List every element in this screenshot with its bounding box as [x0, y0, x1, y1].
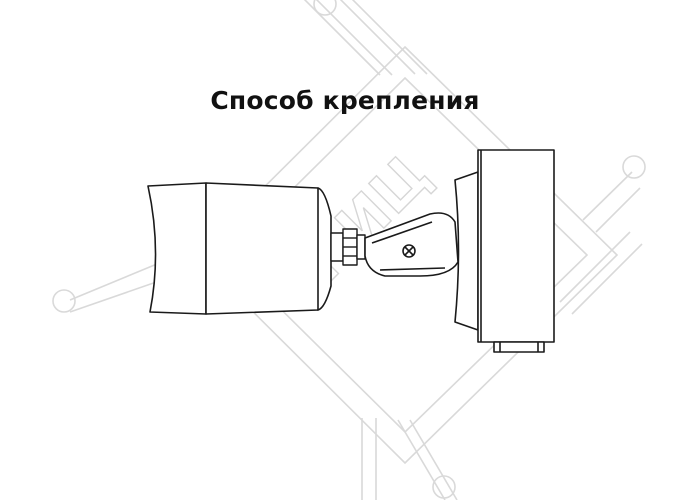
watermark-line	[351, 0, 428, 75]
camera-housing	[205, 182, 325, 315]
watermark-line	[315, 0, 393, 76]
watermark-line	[582, 171, 633, 221]
junction-box	[477, 149, 555, 343]
mount-connector	[330, 228, 366, 266]
watermark-line	[303, 0, 381, 76]
watermark-circle	[622, 155, 646, 179]
base-neck	[454, 171, 479, 331]
mount-base	[454, 149, 555, 353]
watermark-circle	[52, 289, 76, 313]
watermark-line	[339, 0, 416, 75]
connector-ring	[356, 234, 366, 260]
diagram-title: Способ крепления	[210, 86, 480, 115]
camera-body	[147, 182, 332, 315]
connector-collar	[330, 232, 344, 262]
watermark-circle	[313, 0, 337, 16]
watermark-line	[571, 243, 643, 315]
camera-rear-cap	[317, 187, 332, 311]
watermark-line	[595, 187, 641, 233]
watermark-line	[559, 231, 631, 303]
watermark-circle	[432, 475, 456, 499]
bracket-arm-shape	[364, 212, 459, 277]
camera-sunshade	[147, 182, 207, 315]
junction-box-lip	[493, 341, 545, 353]
watermark-line	[397, 419, 446, 500]
watermark-line	[409, 419, 458, 500]
bracket-arm	[364, 212, 459, 277]
